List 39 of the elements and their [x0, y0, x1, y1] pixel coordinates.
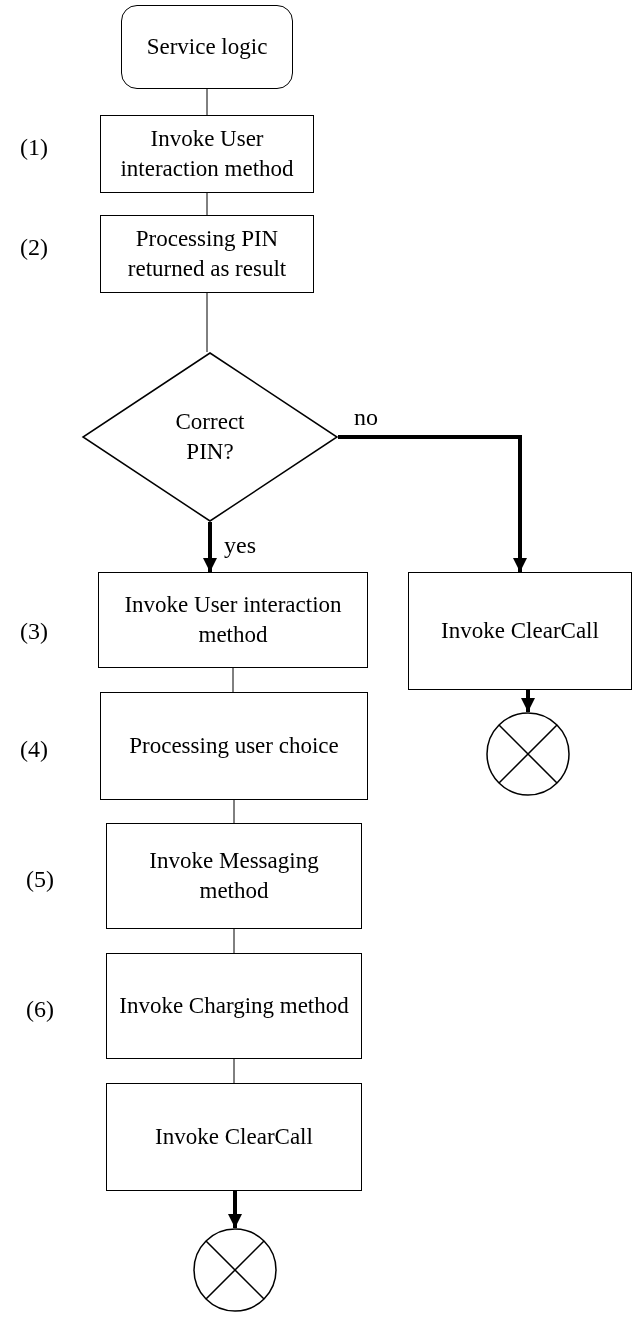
node-text: Processing user choice [129, 732, 339, 761]
terminator-circle [193, 1228, 277, 1312]
node-text: Invoke Messaging method [148, 847, 320, 905]
node-text: Service logic [146, 33, 268, 62]
process-box [100, 215, 314, 293]
step-number: (4) [20, 736, 48, 763]
process-box [100, 115, 314, 193]
arrow [203, 522, 217, 572]
process-box [106, 953, 362, 1059]
step-number: (2) [20, 234, 48, 261]
step-number: (3) [20, 618, 48, 645]
start-box [121, 5, 293, 89]
connector-line [206, 292, 208, 353]
decision-diamond [82, 352, 338, 522]
arrow [228, 1191, 242, 1228]
node-text: Invoke Charging method [119, 992, 349, 1021]
connector-line [206, 88, 208, 116]
step-number: (6) [26, 996, 54, 1023]
step-number: (5) [26, 866, 54, 893]
connector-line [233, 799, 235, 824]
node-text: Invoke ClearCall [155, 1123, 313, 1152]
connector-line [233, 1058, 235, 1084]
node-text: Invoke User interaction method [123, 591, 343, 649]
node-text: Correct PIN? [174, 408, 246, 466]
node-text: Invoke ClearCall [441, 617, 599, 646]
process-box [100, 692, 368, 800]
process-box [408, 572, 632, 690]
step-number: (1) [20, 134, 48, 161]
node-text: Invoke User interaction method [119, 125, 295, 183]
process-box [98, 572, 368, 668]
connector-line [206, 192, 208, 216]
node-text: Processing PIN returned as result [126, 225, 288, 283]
terminator-circle [486, 712, 570, 796]
process-box [106, 1083, 362, 1191]
connector-line [232, 667, 234, 693]
process-box [106, 823, 362, 929]
connector-line [233, 928, 235, 954]
arrow [338, 435, 527, 572]
arrow [521, 690, 535, 712]
